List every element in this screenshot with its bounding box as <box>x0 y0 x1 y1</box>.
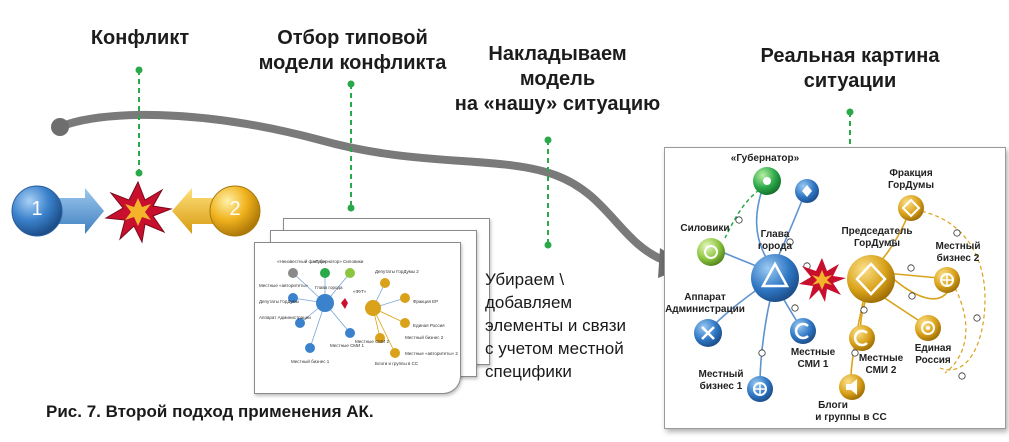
real-label-business2-l2: бизнес 2 <box>937 252 980 264</box>
label-conflict: Конфликт <box>90 27 190 49</box>
party1-circle <box>11 185 63 237</box>
small-label-deputies: Депутаты ГорДумы 2 <box>375 269 419 274</box>
small-label-blogs: Блоги и группы в СС <box>375 361 419 366</box>
label-apply-model-line2: модель <box>519 68 596 90</box>
node-head <box>751 254 799 302</box>
small-label-fsb: «ФУГ» <box>353 289 367 294</box>
small-label-governor: «Губернатор» <box>313 259 342 264</box>
party1-label: 1 <box>31 198 43 220</box>
note-line3: элементы и связи <box>485 316 626 335</box>
note-line5: специфики <box>485 362 572 381</box>
party2-arrow <box>172 188 222 234</box>
real-label-governor: «Губернатор» <box>731 152 800 164</box>
label-apply-model: Накладываем модель на «нашу» ситуацию <box>440 42 675 117</box>
node-blogs <box>839 374 865 400</box>
node-media2 <box>849 325 875 351</box>
real-label-business2-l1: Местный <box>936 241 981 252</box>
small-label-local-dep: Депутаты ГорДумы <box>259 299 299 304</box>
small-label-business2: Местный бизнес 2 <box>405 334 444 340</box>
party1-arrow <box>55 188 104 234</box>
label-apply-model-line1: Накладываем <box>488 43 627 65</box>
note-line4: с учетом местной <box>485 339 624 358</box>
small-label-fraction: Фракция ЕР <box>413 299 438 304</box>
real-label-chairman-l2: ГорДумы <box>854 238 900 249</box>
real-label-business1-l1: Местный <box>699 369 744 380</box>
party2-label: 2 <box>229 198 241 220</box>
real-label-chairman-l1: Председатель <box>841 226 912 237</box>
small-model-diagram: «Неизвестный фактор» «Губернатор» Силови… <box>259 258 458 366</box>
real-label-media1-l2: СМИ 1 <box>798 359 829 370</box>
node-fraction <box>898 195 924 221</box>
real-label-head-l2: города <box>758 241 793 252</box>
real-label-united-l2: Россия <box>915 355 951 366</box>
node-united-russia <box>915 315 941 341</box>
small-label-media2: Местные СМИ 2 <box>355 339 390 344</box>
label-select-model-line2: модели конфликта <box>258 52 447 74</box>
real-label-fraction-l1: Фракция <box>889 168 933 179</box>
party2-circle <box>209 185 261 237</box>
conflict-burst-icon-small <box>799 258 846 302</box>
real-label-media2-l2: СМИ 2 <box>866 365 897 376</box>
real-label-media1-l1: Местные <box>791 347 836 358</box>
label-real-picture-line1: Реальная картина <box>760 45 940 67</box>
real-model-diagram: «Губернатор» Фракция ГорДумы Силовики Гл… <box>665 152 986 423</box>
real-label-apparatus-l2: Администрации <box>665 304 745 315</box>
small-label-media1: Местные СМИ 1 <box>330 343 365 348</box>
small-label-united-russia: Единая Россия <box>413 323 445 328</box>
small-label-unknown: «Неизвестный фактор» <box>277 258 327 264</box>
small-label-apparatus: Аппарат Администрации <box>259 315 311 320</box>
node-business1 <box>747 376 773 402</box>
label-real-picture-line2: ситуации <box>803 70 897 92</box>
small-label-siloviki: Силовики <box>343 259 364 264</box>
node-governor <box>753 167 781 195</box>
real-label-head-l1: Глава <box>761 229 790 240</box>
small-label-authorities2: Местные «авторитеты» 2 <box>405 351 458 356</box>
process-arrow-start <box>51 118 69 136</box>
label-select-model: Отбор типовой модели конфликта <box>245 26 460 76</box>
node-chairman <box>847 255 895 303</box>
real-label-apparatus-l1: Аппарат <box>684 292 726 303</box>
label-real-picture: Реальная картина ситуации <box>740 44 960 94</box>
node-top-blue <box>795 179 819 203</box>
paper-front: «Неизвестный фактор» «Губернатор» Силови… <box>254 242 461 394</box>
note-line2: добавляем <box>485 293 573 312</box>
real-label-business1-l2: бизнес 1 <box>700 380 743 392</box>
small-label-local-bigwig: Местные «авторитеты» <box>259 283 309 288</box>
conflict-burst-icon <box>104 180 173 244</box>
real-model-panel: «Губернатор» Фракция ГорДумы Силовики Гл… <box>664 147 1006 429</box>
real-label-siloviki: Силовики <box>680 223 729 234</box>
small-label-business1: Местный бизнес 1 <box>291 358 330 364</box>
real-label-blogs-l2: и группы в СС <box>815 412 886 423</box>
real-label-united-l1: Единая <box>915 343 952 354</box>
node-media1 <box>790 318 816 344</box>
real-label-fraction-l2: ГорДумы <box>888 180 934 191</box>
real-label-media2-l1: Местные <box>859 353 904 364</box>
label-select-model-line1: Отбор типовой <box>277 27 428 49</box>
note-line1: Убираем \ <box>485 270 565 289</box>
process-arrow-path <box>56 110 672 266</box>
small-label-head: Глава города <box>315 285 343 290</box>
figure-caption: Рис. 7. Второй подход применения АК. <box>46 402 374 421</box>
node-business2 <box>934 267 960 293</box>
real-label-blogs-l1: Блоги <box>818 400 848 411</box>
node-apparatus <box>694 319 722 347</box>
label-apply-model-line3: на «нашу» ситуацию <box>454 93 661 115</box>
note-text: Убираем \ добавляем элементы и связи с у… <box>485 268 655 383</box>
node-siloviki <box>697 238 725 266</box>
